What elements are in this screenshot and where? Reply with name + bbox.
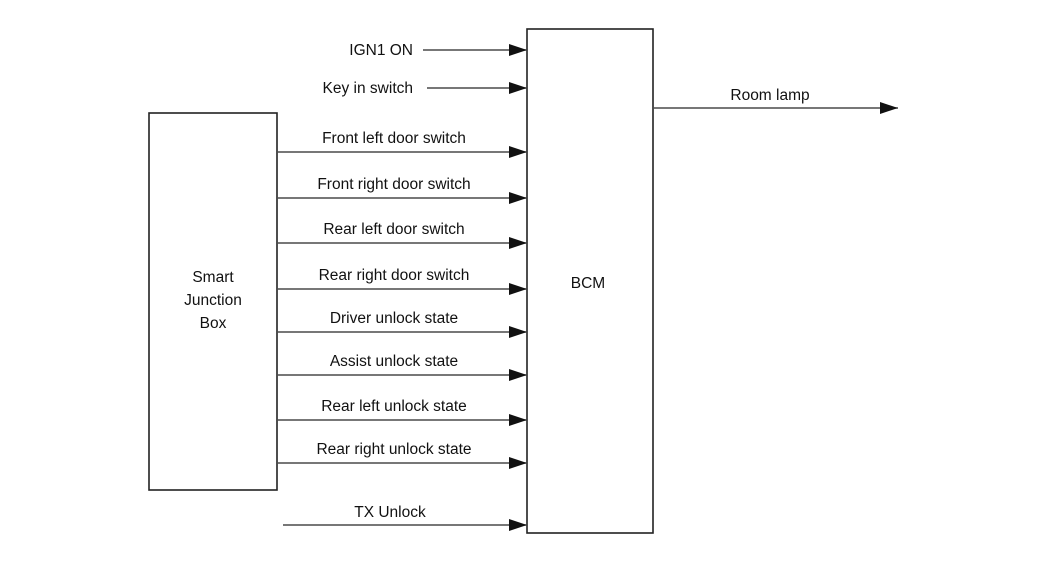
- signal-label-rear-right-unlock-state: Rear right unlock state: [316, 441, 471, 458]
- smart-junction-box: [148, 112, 278, 491]
- signal-label-rear-left-unlock-state: Rear left unlock state: [321, 398, 467, 415]
- signal-label-rear-left-door-switch: Rear left door switch: [323, 221, 464, 238]
- signal-label-assist-unlock-state: Assist unlock state: [330, 353, 458, 370]
- signal-label-front-left-door-switch: Front left door switch: [322, 130, 466, 147]
- signal-label-tx-unlock: TX Unlock: [354, 504, 426, 521]
- signal-label-driver-unlock-state: Driver unlock state: [330, 310, 458, 327]
- signal-label-room-lamp: Room lamp: [730, 87, 809, 104]
- signal-label-key-in-switch: Key in switch: [323, 80, 413, 97]
- signal-label-ign1-on: IGN1 ON: [349, 42, 413, 59]
- signal-label-rear-right-door-switch: Rear right door switch: [319, 267, 470, 284]
- signal-label-front-right-door-switch: Front right door switch: [317, 176, 470, 193]
- bcm-label: BCM: [571, 275, 605, 292]
- bcm-box: [526, 28, 654, 534]
- smart-junction-box-label-line1: Smart: [192, 269, 234, 286]
- smart-junction-box-label-line3: Box: [200, 315, 227, 332]
- smart-junction-box-label-line2: Junction: [184, 292, 242, 309]
